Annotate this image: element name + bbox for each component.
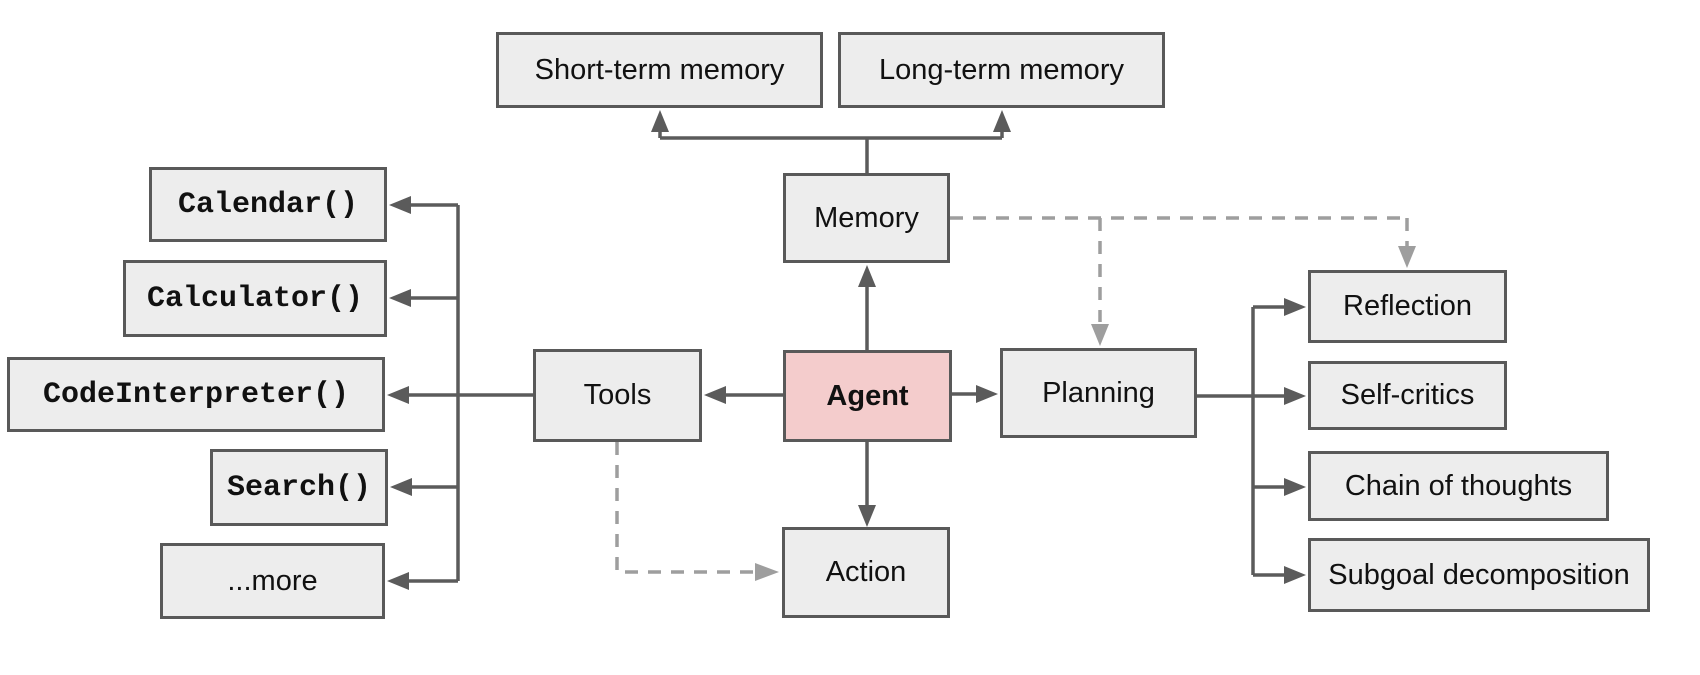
edge-tools-to-tool-list — [387, 196, 533, 590]
edge-agent-to-memory — [858, 265, 876, 350]
node-more-tools: ...more — [160, 543, 385, 619]
edge-memory-to-planning-and-reflection-dashed — [950, 216, 1416, 346]
node-search-tool: Search() — [210, 449, 388, 526]
node-action: Action — [782, 527, 950, 618]
edge-memory-to-short-and-long-term — [651, 110, 1011, 173]
node-planning: Planning — [1000, 348, 1197, 438]
node-chain-of-thoughts: Chain of thoughts — [1308, 451, 1609, 521]
edge-tools-to-action-dashed — [615, 442, 779, 581]
node-calendar-tool: Calendar() — [149, 167, 387, 242]
node-memory: Memory — [783, 173, 950, 263]
node-code-interpreter-tool: CodeInterpreter() — [7, 357, 385, 432]
node-subgoal-decomposition: Subgoal decomposition — [1308, 538, 1650, 612]
node-short-term-memory: Short-term memory — [496, 32, 823, 108]
edge-agent-to-planning — [952, 385, 998, 403]
node-tools: Tools — [533, 349, 702, 442]
node-agent: Agent — [783, 350, 952, 442]
node-calculator-tool: Calculator() — [123, 260, 387, 337]
node-reflection: Reflection — [1308, 270, 1507, 343]
edge-planning-to-techniques — [1197, 298, 1306, 584]
edge-agent-to-action — [858, 442, 876, 527]
node-long-term-memory: Long-term memory — [838, 32, 1165, 108]
node-self-critics: Self-critics — [1308, 361, 1507, 430]
edge-agent-to-tools — [704, 386, 783, 404]
